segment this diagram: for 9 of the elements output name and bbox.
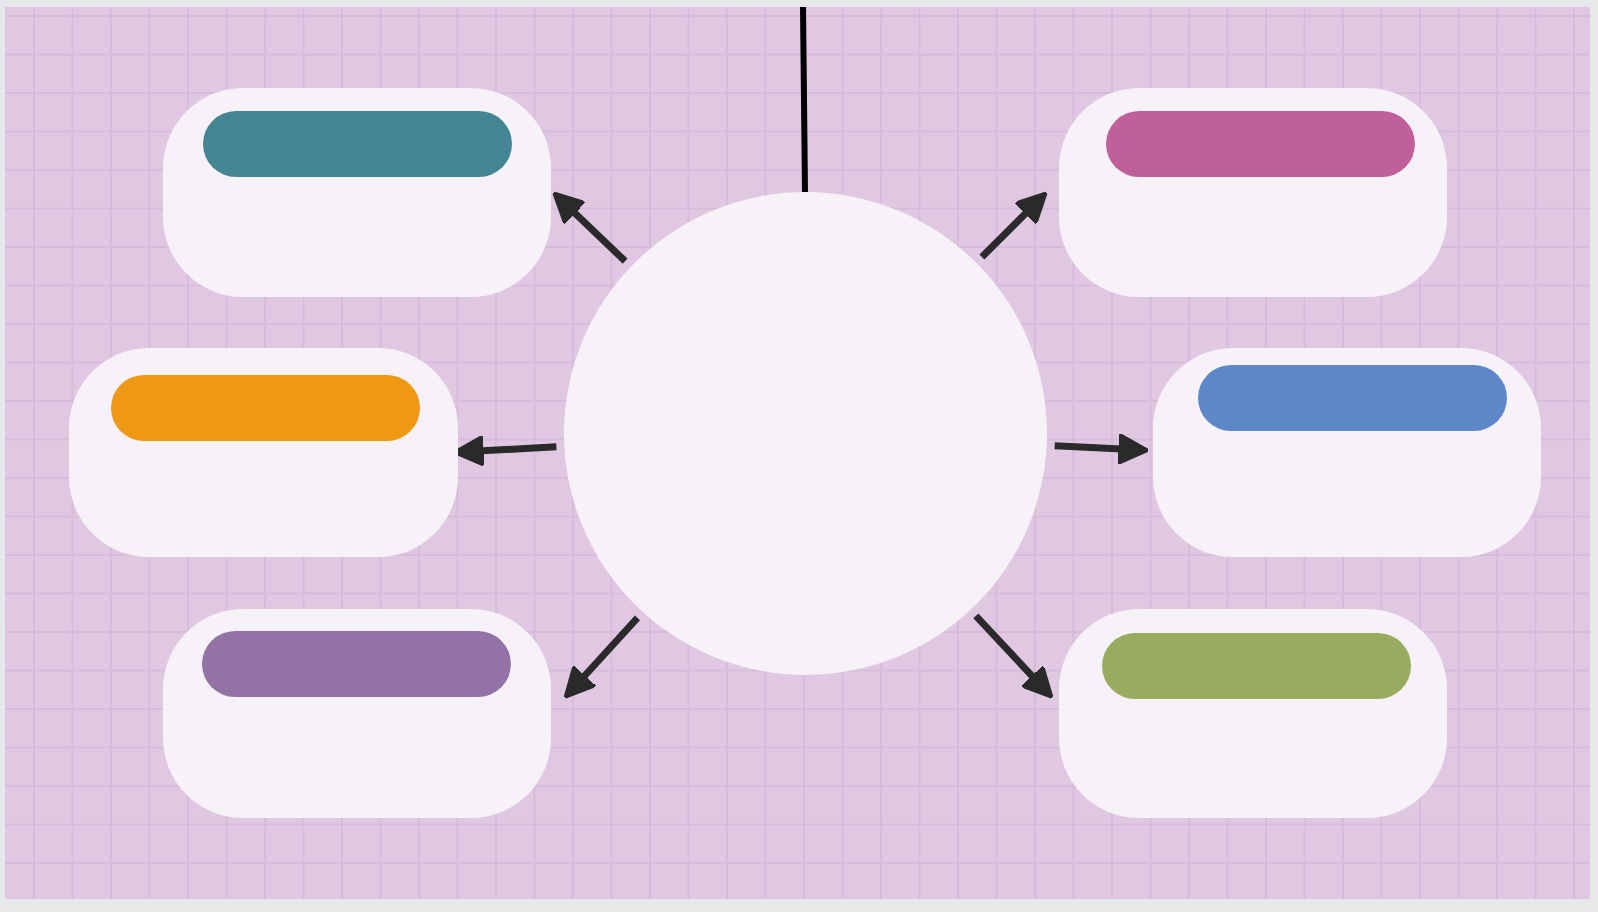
arrow	[552, 191, 628, 264]
rounded-card	[69, 348, 458, 557]
arrow	[563, 615, 641, 699]
rounded-card	[1153, 348, 1541, 557]
arrow	[979, 191, 1048, 260]
arrow	[1054, 432, 1150, 465]
connector-line	[800, 7, 808, 193]
arrow	[973, 613, 1054, 699]
header-bar	[1198, 365, 1507, 431]
